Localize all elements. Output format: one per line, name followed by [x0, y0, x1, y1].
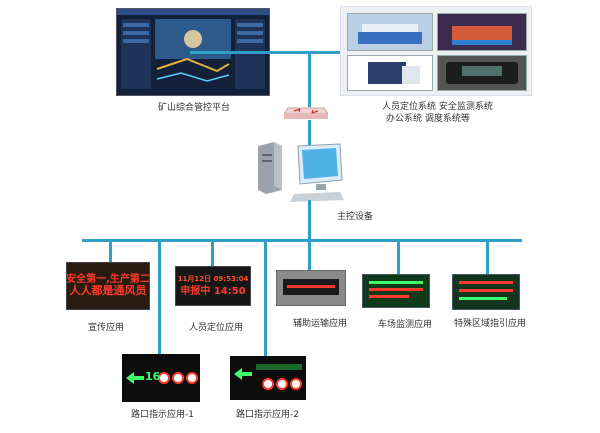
drop-positioning: [211, 240, 214, 266]
positioning-display: 11月12日 09:53:04 申报中 14:50: [175, 266, 251, 306]
drop-crossing1: [158, 240, 161, 356]
top-trunk-line: [308, 51, 311, 107]
positioning-bottom-text: 申报中 14:50: [180, 285, 246, 297]
yard-label: 车场监测应用: [378, 320, 433, 330]
platform-label: 矿山综合管控平台: [158, 103, 231, 113]
network-switch-icon: [283, 104, 329, 120]
subsystems-label-line1: 人员定位系统 安全监测系统: [382, 102, 493, 112]
crossing2-display: [230, 356, 306, 400]
switch-to-host-line: [308, 120, 311, 146]
subsystem-thumb-3: [347, 55, 433, 91]
subsystems-label-line2: 办公系统 调度系统等: [386, 114, 470, 124]
yard-display: [362, 274, 430, 308]
top-bus-line: [190, 51, 340, 54]
computer-icon: [254, 140, 350, 204]
drop-yard: [397, 240, 400, 274]
publicity-line2: 人人都是通风员: [69, 284, 147, 298]
positioning-label: 人员定位应用: [189, 323, 244, 333]
crossing-number: 16: [145, 370, 161, 383]
subsystems-panel: [340, 6, 532, 96]
drop-publicity: [109, 240, 112, 262]
host-to-bus-line: [308, 200, 311, 240]
main-device-label: 主控设备: [337, 212, 374, 222]
subsystem-thumb-2: [437, 13, 527, 51]
drop-special: [486, 240, 489, 274]
subsystem-thumb-4: [437, 55, 527, 91]
main-bus-line: [82, 239, 522, 242]
publicity-display: 安全第一,生产第二 人人都是通风员: [66, 262, 150, 310]
special-label: 特殊区域指引应用: [454, 319, 527, 329]
positioning-top-text: 11月12日 09:53:04: [177, 274, 249, 283]
crossing1-display: 16: [122, 354, 200, 402]
special-display: [452, 274, 520, 310]
publicity-label: 宣传应用: [88, 323, 125, 333]
crossing2-label: 路口指示应用-2: [236, 410, 299, 420]
transport-label: 辅助运输应用: [293, 319, 348, 329]
subsystem-thumb-1: [347, 13, 433, 51]
drop-transport: [308, 240, 311, 270]
transport-display: [276, 270, 346, 306]
drop-crossing2: [264, 240, 267, 356]
publicity-line1: 安全第一,生产第二: [66, 273, 150, 285]
crossing1-label: 路口指示应用-1: [131, 410, 194, 420]
